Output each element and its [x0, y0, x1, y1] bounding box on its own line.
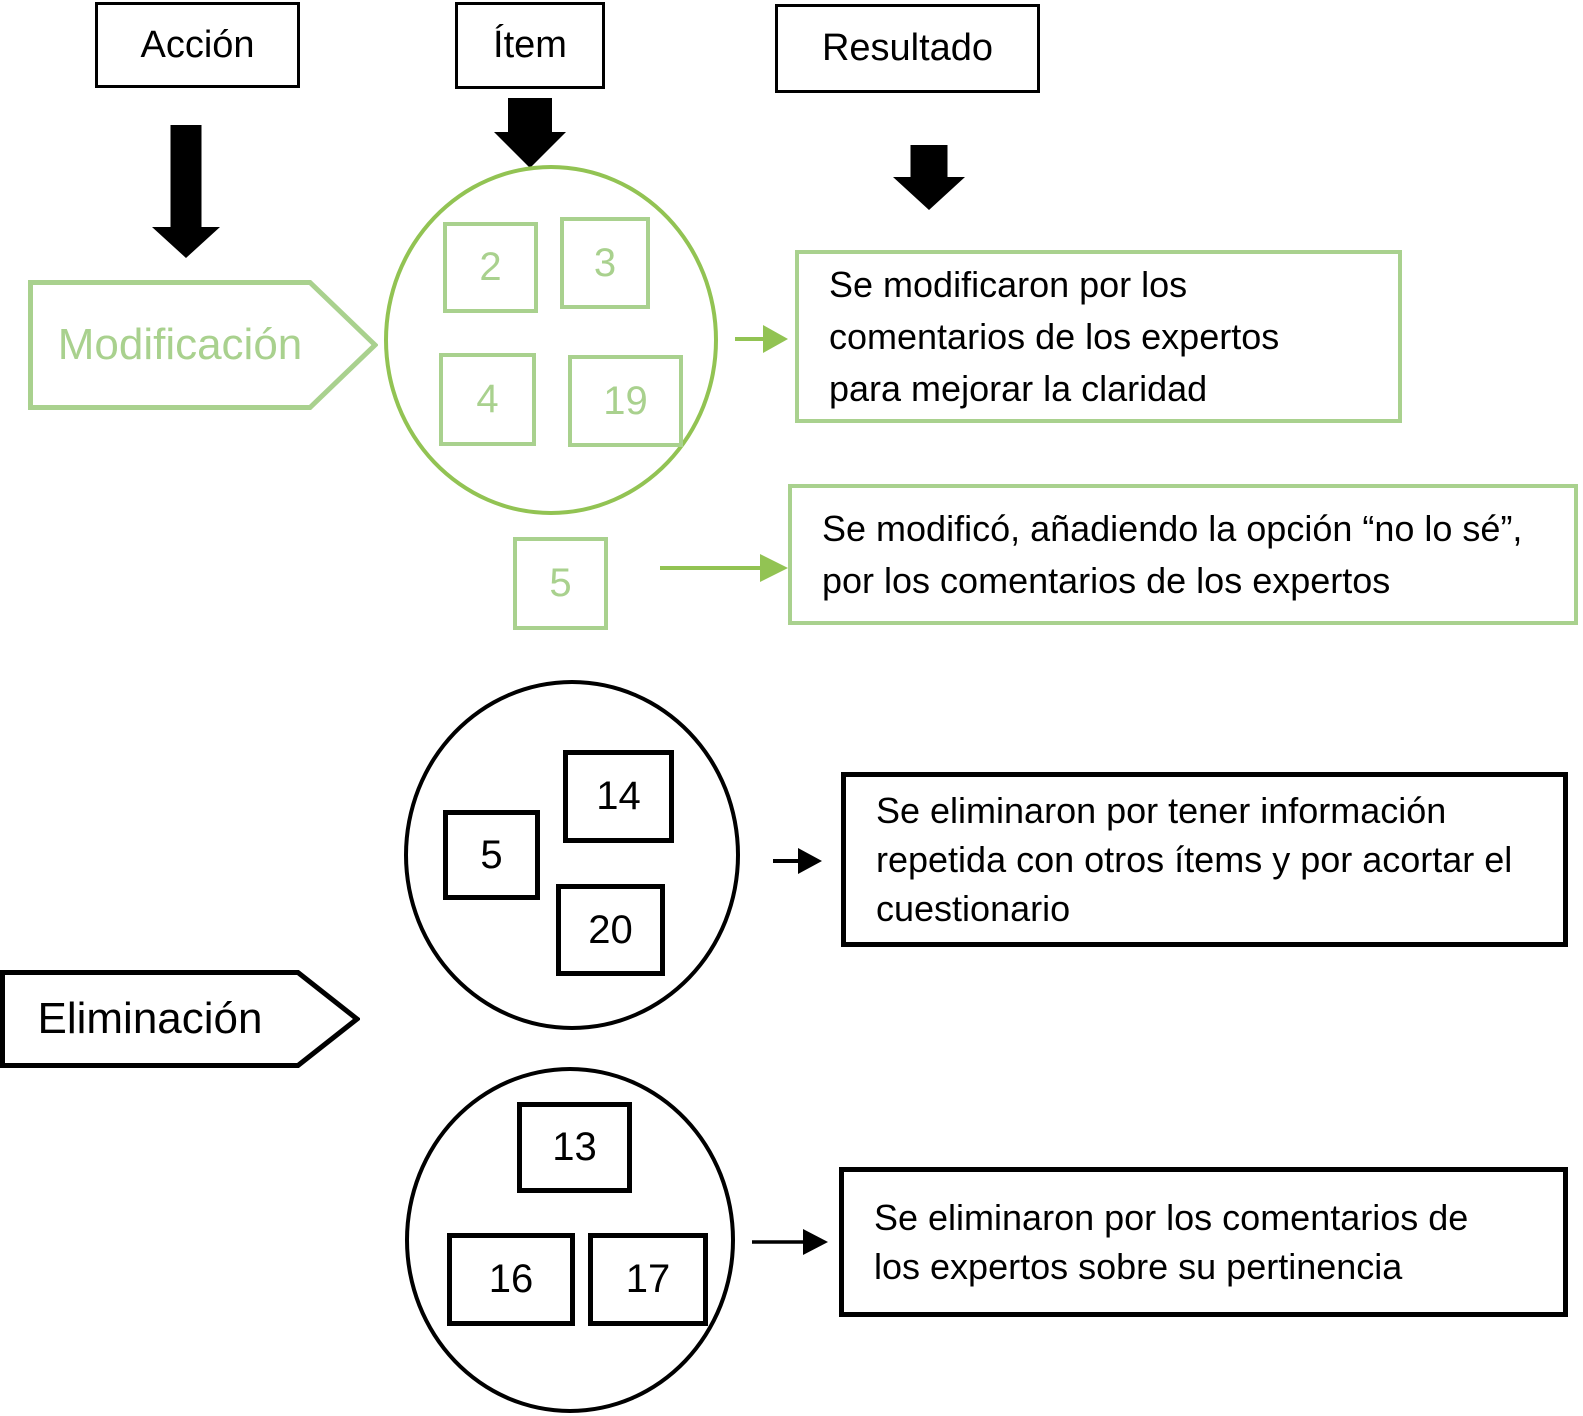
item-box-16: 16 [447, 1233, 575, 1326]
item-box-17: 17 [588, 1233, 708, 1326]
item-number: 14 [596, 774, 641, 818]
right-arrow-icon [773, 848, 822, 874]
item-number: 3 [593, 240, 617, 285]
item-number: 2 [479, 245, 502, 289]
down-arrow-icon [893, 145, 965, 210]
item-number: 4 [476, 377, 499, 421]
result-box-elimination-1: Se eliminaron por tener información repe… [841, 772, 1568, 947]
item-box-13: 13 [517, 1102, 632, 1193]
item-number: 17 [625, 1257, 671, 1301]
item-box-20: 20 [556, 884, 665, 976]
down-arrow-icon [494, 98, 566, 168]
item-box-19: 19 [568, 355, 683, 447]
header-item-label: Ítem [493, 24, 567, 66]
right-arrow-icon [752, 1229, 828, 1255]
modificacion-pentagon [28, 280, 378, 410]
item-number: 5 [480, 832, 503, 877]
result-box-modification-circle: Se modificaron por los comentarios de lo… [795, 250, 1402, 423]
item-box-5-elimination: 5 [443, 810, 540, 900]
item-box-14: 14 [563, 750, 674, 843]
item-box-2: 2 [443, 222, 538, 313]
item-number: 16 [488, 1257, 534, 1301]
modification-items-circle [384, 165, 718, 515]
right-arrow-icon [735, 325, 788, 353]
item-number: 5 [549, 561, 572, 605]
item-number: 13 [552, 1125, 597, 1169]
item-box-4: 4 [439, 353, 536, 446]
right-arrow-icon [660, 554, 788, 582]
header-accion: Acción [95, 2, 300, 88]
result-box-elimination-2: Se eliminaron por los comentarios de los… [839, 1167, 1568, 1317]
modificacion-label: Modificación [57, 319, 303, 369]
header-resultado-label: Resultado [821, 27, 994, 69]
item-number: 19 [603, 378, 648, 423]
item-box-3: 3 [560, 217, 650, 309]
result-text: Se modificaron por los comentarios de lo… [829, 263, 1280, 409]
down-arrow-icon [152, 125, 220, 258]
header-item: Ítem [455, 2, 605, 89]
item-box-5-modification: 5 [513, 537, 608, 630]
eliminacion-pentagon [0, 970, 360, 1068]
eliminacion-label: Eliminación [37, 994, 263, 1043]
header-resultado: Resultado [775, 4, 1040, 93]
result-text: Se eliminaron por los comentarios de los… [874, 1197, 1469, 1287]
result-box-modification-single: Se modificó, añadiendo la opción “no lo … [788, 484, 1578, 625]
result-text: Se modificó, añadiendo la opción “no lo … [822, 507, 1523, 601]
header-accion-label: Acción [140, 23, 255, 66]
item-number: 20 [588, 907, 633, 952]
result-text: Se eliminaron por tener información repe… [876, 790, 1513, 929]
